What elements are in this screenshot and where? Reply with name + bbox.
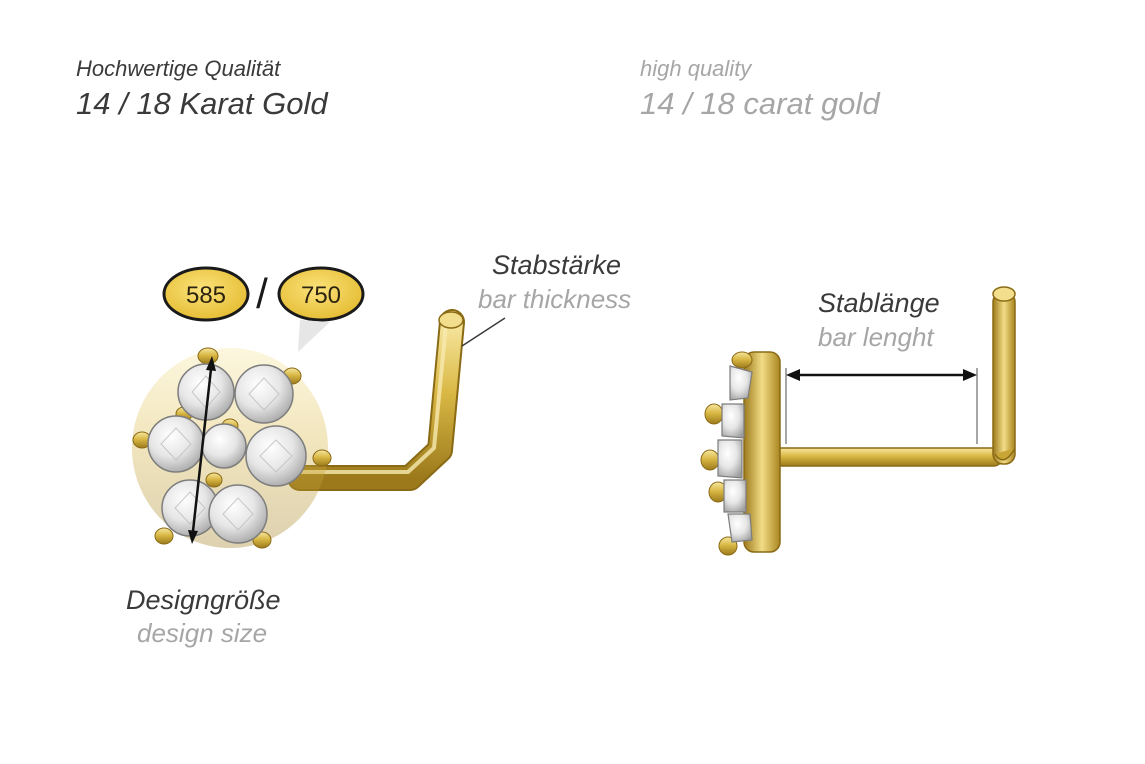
badge-585 [162,266,250,322]
design-size-arrow [188,356,216,544]
bar-thickness-label-de: Stabstärke [492,250,622,280]
en-quality-subtitle: high quality [640,56,752,81]
thickness-pointer-line [461,317,506,347]
right-product [700,286,1016,556]
left-product-flower [132,347,332,549]
badge-750 [277,266,365,322]
badge-585-text: 585 [186,282,226,309]
de-quality-subtitle: Hochwertige Qualität [76,56,281,81]
badge-750-text: 750 [301,282,341,309]
karat-badges: 585 / 750 [162,266,365,352]
design-size-label-de: Designgröße [126,585,281,615]
de-gold-title: 14 / 18 Karat Gold [76,86,328,121]
bar-length-label-en: bar lenght [818,322,934,352]
left-product-bar [287,309,465,491]
design-size-label-en: design size [137,618,268,648]
gem [147,415,205,473]
bar-thickness-label-en: bar thickness [478,284,632,314]
bar-length-label-de: Stablänge [818,288,940,318]
gem [201,423,247,469]
en-gold-title: 14 / 18 carat gold [640,86,880,121]
gem [208,484,268,544]
badge-pointer [298,320,330,352]
gem [245,425,307,487]
gem [234,364,294,424]
bar-length-arrow [785,368,978,444]
badge-separator: / [256,270,268,317]
